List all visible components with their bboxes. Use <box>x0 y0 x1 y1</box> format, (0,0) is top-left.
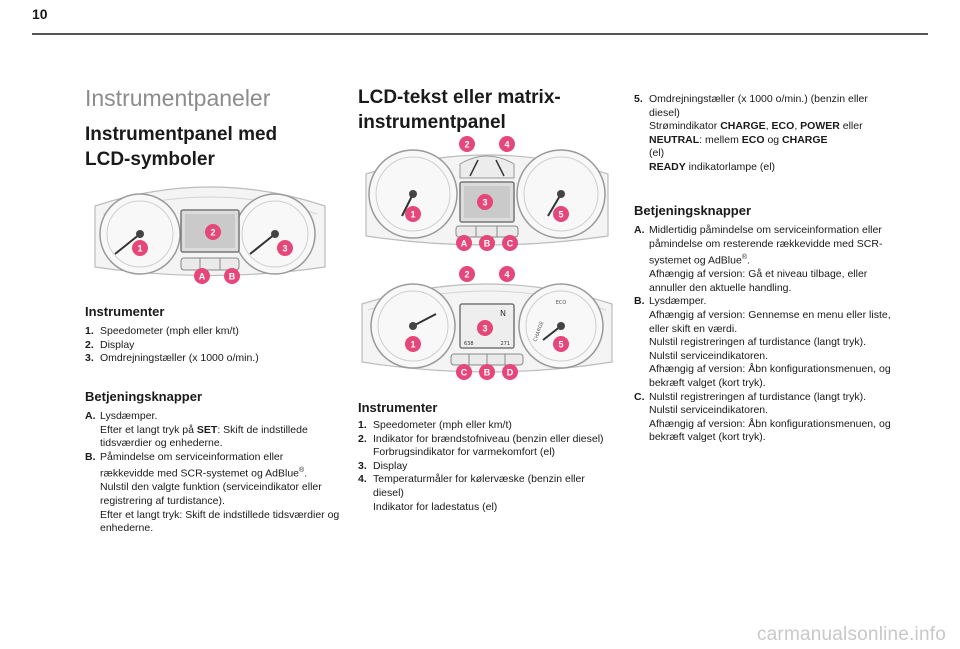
label-b: B <box>229 272 236 282</box>
watermark-footer: carmanualsonline.info <box>756 624 946 645</box>
label-3: 3 <box>482 324 487 334</box>
label-3: 3 <box>482 198 487 208</box>
lcd-text-cluster-illustration: 2 4 3 1 5 A B C <box>365 136 609 251</box>
controls-heading: Betjeningsknapper <box>85 389 203 404</box>
list-item: 2.Display <box>85 338 135 351</box>
page-title-lcd-symbols: Instrumentpanel med LCD-symboler <box>85 124 278 170</box>
list-item: B. Påmindelse om serviceinformation elle… <box>85 450 340 535</box>
list-item: C. Nulstil registreringen af turdistance… <box>634 390 891 444</box>
matrix-cluster-illustration: ECO CHARGE N 638 271 2 4 3 1 5 C B D <box>361 266 613 380</box>
instruments-heading: Instrumenter <box>85 304 165 319</box>
eco-caption: ECO <box>556 300 567 306</box>
label-2: 2 <box>464 140 469 150</box>
instruments-list-continued: 5. Omdrejningstæller (x 1000 o/min.) (be… <box>634 93 889 175</box>
label-d: D <box>507 368 514 378</box>
controls-list: A. Lysdæmper. Efter et langt tryk på SET… <box>85 410 340 536</box>
label-2: 2 <box>464 270 469 280</box>
instruments-heading: Instrumenter <box>358 400 438 415</box>
list-item: B. Lysdæmper. Afhængig af version: Genne… <box>634 295 891 390</box>
list-item: 2.Indikator for brændstofniveau (benzin … <box>358 432 604 459</box>
instruments-list: 1.Speedometer (mph eller km/t) 2.Indikat… <box>358 419 616 514</box>
list-item: 1.Speedometer (mph eller km/t) <box>85 325 239 337</box>
label-3: 3 <box>282 244 287 254</box>
lcd-symbols-cluster-illustration: 1 2 3 A B <box>94 186 326 284</box>
label-5: 5 <box>558 210 563 220</box>
label-4: 4 <box>504 140 509 150</box>
list-item: A. Lysdæmper. Efter et langt tryk på SET… <box>85 410 308 450</box>
page-title-lcd-text-matrix: LCD-tekst eller matrix-instrumentpanel <box>358 87 561 133</box>
label-a: A <box>199 272 206 282</box>
label-2: 2 <box>210 228 215 238</box>
list-item: A. Midlertidig påmindelse om serviceinfo… <box>634 224 883 294</box>
page-number: 10 <box>32 6 48 22</box>
label-1: 1 <box>410 210 415 220</box>
list-item: 3.Omdrejningstæller (x 1000 o/min.) <box>85 352 259 365</box>
list-item: 3.Display <box>358 459 408 472</box>
controls-heading: Betjeningsknapper <box>634 203 752 218</box>
list-item: 4.Temperaturmåler for kølervæske (benzin… <box>358 473 585 513</box>
label-a: A <box>461 239 468 249</box>
label-1: 1 <box>137 244 142 254</box>
label-c: C <box>507 239 514 249</box>
label-1: 1 <box>410 340 415 350</box>
screen-right-value: 271 <box>500 341 510 347</box>
list-item: 1.Speedometer (mph eller km/t) <box>358 419 512 431</box>
label-b: B <box>484 239 491 249</box>
label-5: 5 <box>558 340 563 350</box>
section-title: Instrumentpaneler <box>85 85 271 111</box>
controls-list: A. Midlertidig påmindelse om serviceinfo… <box>634 224 892 445</box>
list-item: 5. Omdrejningstæller (x 1000 o/min.) (be… <box>634 93 868 173</box>
instruments-list: 1.Speedometer (mph eller km/t) 2.Display… <box>85 325 340 366</box>
gear-indicator: N <box>500 309 506 318</box>
screen-left-value: 638 <box>464 341 474 347</box>
label-b: B <box>484 368 491 378</box>
label-4: 4 <box>504 270 509 280</box>
header-rule <box>32 33 928 35</box>
label-c: C <box>461 368 468 378</box>
